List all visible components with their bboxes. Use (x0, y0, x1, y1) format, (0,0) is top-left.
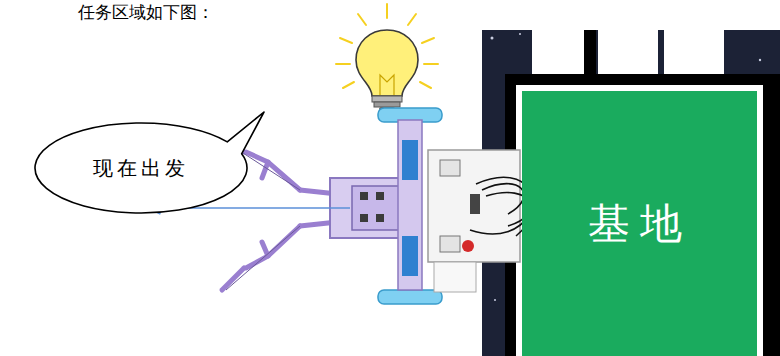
intro-text: 任务区域如下图： (78, 1, 214, 24)
notch (532, 30, 584, 74)
speech-bubble: 现在出发 (34, 122, 248, 214)
robot (222, 108, 534, 304)
light-bulb (336, 4, 438, 111)
notch (664, 30, 724, 74)
field-ground (482, 30, 780, 356)
notch (598, 30, 658, 74)
base-area: 基地 (522, 91, 757, 356)
speech-text: 现在出发 (93, 155, 189, 182)
bubble-outline (35, 112, 264, 213)
wall (505, 74, 780, 85)
wall (763, 85, 780, 356)
wall-gap (757, 85, 763, 356)
base-label: 基地 (588, 196, 692, 252)
